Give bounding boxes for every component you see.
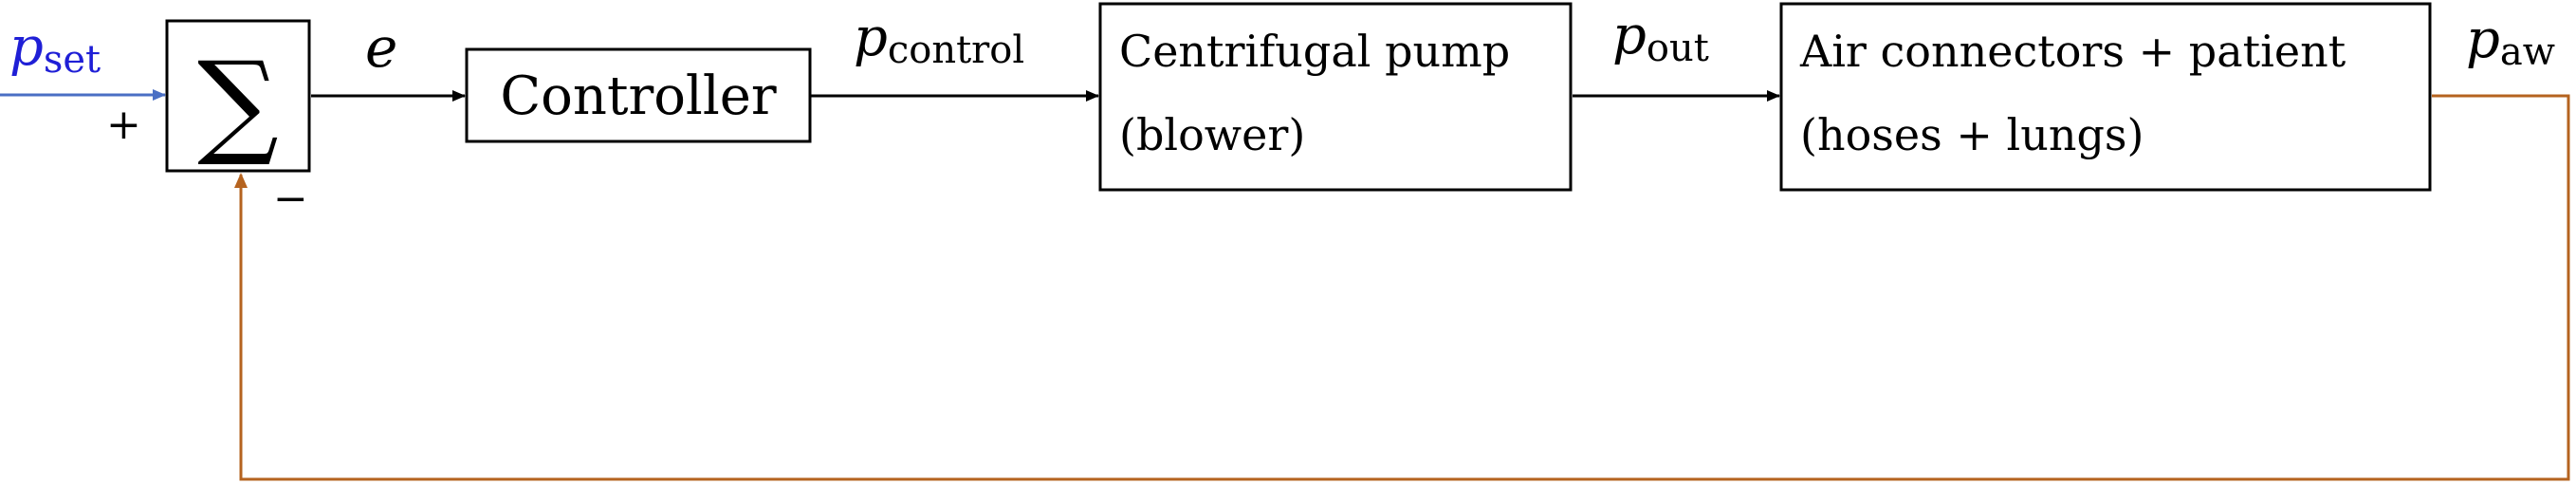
- pump-label-line2: (blower): [1119, 109, 1305, 160]
- plus-sign: +: [106, 101, 141, 149]
- pump-output-signal-label: pout: [1612, 5, 1709, 70]
- pump-block: [1098, 2, 1573, 192]
- controller-block: [465, 47, 812, 143]
- output-signal-label: paw: [2466, 9, 2555, 74]
- feedback-path: [239, 94, 2570, 481]
- control-signal-label: pcontrol: [854, 7, 1024, 72]
- input-signal-label: pset: [9, 16, 101, 82]
- patient-label-line1: Air connectors + patient: [1799, 26, 2346, 77]
- sigma-symbol: ∑: [197, 38, 279, 170]
- controller-label: Controller: [500, 65, 777, 127]
- error-signal-label: e: [365, 15, 397, 80]
- sum-block: [165, 19, 311, 173]
- feedback-arrowhead: [234, 173, 248, 188]
- minus-sign: −: [273, 175, 308, 223]
- patient-block: [1779, 2, 2432, 192]
- pump-label-line1: Centrifugal pump: [1119, 26, 1510, 77]
- patient-label-line2: (hoses + lungs): [1800, 109, 2144, 160]
